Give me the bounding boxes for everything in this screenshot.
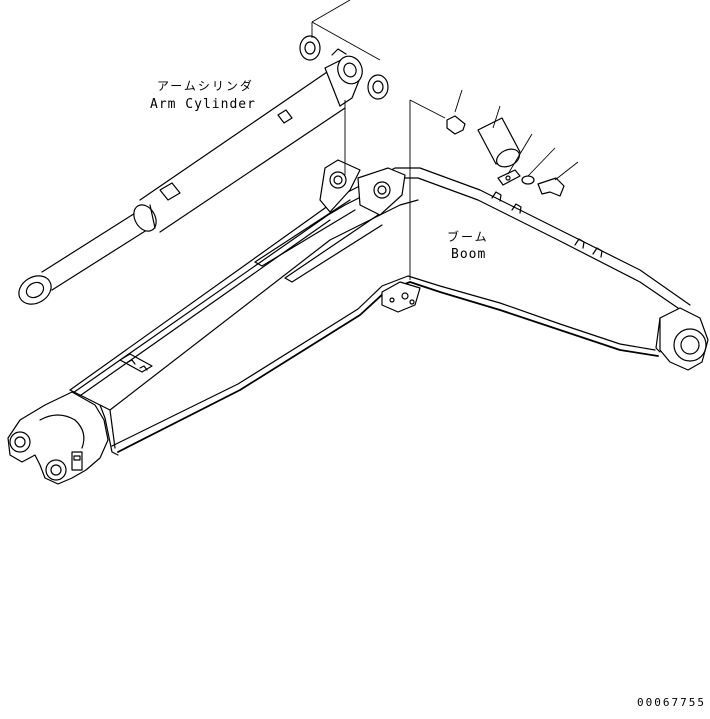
cylinder-tube bbox=[139, 69, 346, 233]
boom-bottom-web bbox=[117, 281, 659, 453]
arm-cylinder-label-jp: アームシリンダ bbox=[157, 79, 254, 93]
grease-fitting bbox=[446, 115, 466, 135]
washer bbox=[521, 175, 535, 185]
boom bbox=[7, 159, 709, 485]
boom-label-en: Boom bbox=[451, 247, 487, 262]
boom-foot bbox=[7, 391, 109, 485]
arm-cylinder bbox=[18, 48, 363, 305]
pin-set bbox=[446, 115, 565, 197]
rod-eye bbox=[18, 275, 52, 305]
cylinder-rod bbox=[41, 209, 151, 291]
arm-cylinder-label-en: Arm Cylinder bbox=[150, 97, 256, 112]
washers bbox=[299, 35, 389, 100]
boom-side-plate bbox=[109, 199, 419, 411]
lock-plate bbox=[497, 169, 521, 186]
drawing-number: 00067755 bbox=[637, 696, 706, 709]
leader-lines bbox=[311, 0, 579, 280]
bolt bbox=[537, 177, 565, 197]
arm-cylinder-bracket bbox=[319, 159, 361, 213]
head-eye bbox=[337, 55, 363, 85]
boom-label-jp: ブーム bbox=[447, 230, 489, 244]
